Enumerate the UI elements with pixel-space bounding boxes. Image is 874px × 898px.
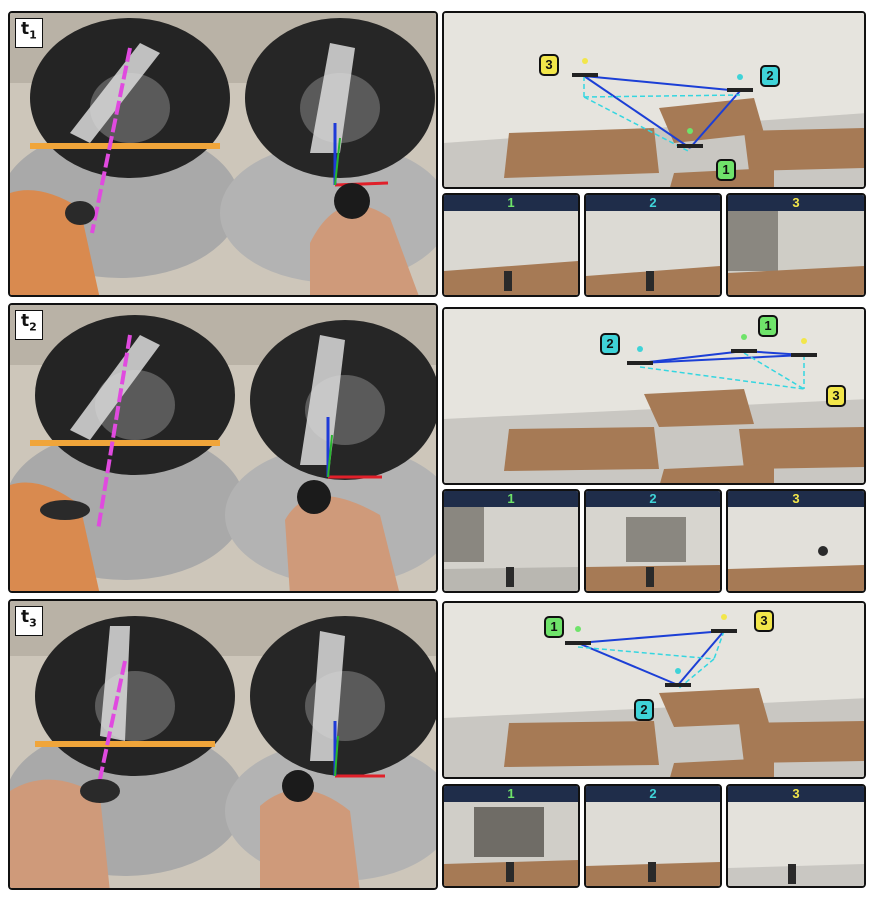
arena-view-row-2: 2 1 3 xyxy=(442,307,866,485)
drone-3-badge: 3 xyxy=(826,385,846,407)
onboard-camera-1-row-1: 1 xyxy=(442,193,580,297)
haptic-view-row-3: t3 xyxy=(8,599,438,890)
drone-1-badge: 1 xyxy=(758,315,778,337)
haptic-scene xyxy=(10,601,436,888)
drone-3-badge: 3 xyxy=(539,54,559,76)
camera-label: 2 xyxy=(586,786,720,802)
onboard-camera-1-row-2: 1 xyxy=(442,489,580,593)
camera-label: 3 xyxy=(728,491,864,507)
camera-label: 1 xyxy=(444,786,578,802)
haptic-scene xyxy=(10,13,436,295)
haptic-view-row-1: t1 xyxy=(8,11,438,297)
camera-label: 1 xyxy=(444,491,578,507)
onboard-camera-3-row-2: 3 xyxy=(726,489,866,593)
camera-label: 3 xyxy=(728,786,864,802)
camera-label: 2 xyxy=(586,491,720,507)
frame-label-t2: t2 xyxy=(15,310,43,341)
drone-1-badge: 1 xyxy=(716,159,736,181)
drone-3-badge: 3 xyxy=(754,610,774,632)
drone-2-badge: 2 xyxy=(760,65,780,87)
camera-label: 1 xyxy=(444,195,578,211)
onboard-camera-2-row-1: 2 xyxy=(584,193,722,297)
haptic-view-row-2: t2 xyxy=(8,303,438,593)
onboard-camera-3-row-1: 3 xyxy=(726,193,866,297)
onboard-camera-2-row-3: 2 xyxy=(584,784,722,888)
drone-1-badge: 1 xyxy=(544,616,564,638)
arena-scene xyxy=(444,13,864,187)
arena-view-row-1: 3 2 1 xyxy=(442,11,866,189)
camera-label: 2 xyxy=(586,195,720,211)
frame-label-t1: t1 xyxy=(15,18,43,49)
onboard-camera-1-row-3: 1 xyxy=(442,784,580,888)
camera-label: 3 xyxy=(728,195,864,211)
arena-view-row-3: 1 3 2 xyxy=(442,601,866,779)
haptic-scene xyxy=(10,305,436,591)
arena-scene xyxy=(444,603,864,777)
drone-2-badge: 2 xyxy=(600,333,620,355)
drone-2-badge: 2 xyxy=(634,699,654,721)
arena-scene xyxy=(444,309,864,483)
onboard-camera-3-row-3: 3 xyxy=(726,784,866,888)
frame-label-t3: t3 xyxy=(15,606,43,637)
onboard-camera-2-row-2: 2 xyxy=(584,489,722,593)
